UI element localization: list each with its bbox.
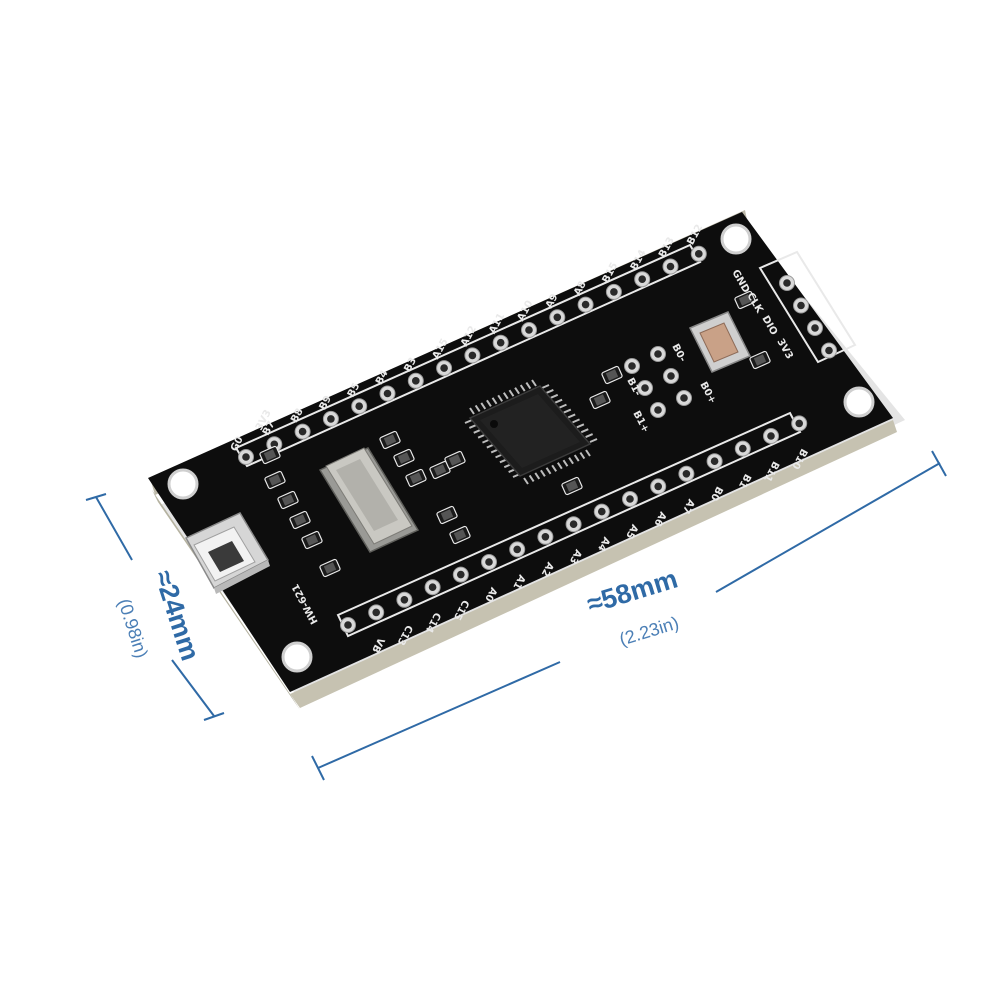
swd-pin xyxy=(807,320,823,336)
header-pin xyxy=(368,604,385,621)
header-pin xyxy=(396,591,413,608)
mounting-hole xyxy=(167,468,199,500)
smd-components xyxy=(259,290,771,578)
boot-pin xyxy=(676,390,692,406)
micro-usb-connector-icon xyxy=(184,512,270,594)
smd-component xyxy=(749,350,771,370)
smd-component xyxy=(436,505,458,525)
header-pin xyxy=(424,579,441,596)
width-dimension-line xyxy=(311,450,947,781)
header-pin xyxy=(577,296,594,313)
swd-pin-row xyxy=(779,275,837,359)
header-pin xyxy=(690,245,707,262)
header-pin xyxy=(238,449,254,465)
header-pin xyxy=(650,478,667,495)
mounting-hole xyxy=(281,641,313,673)
smd-component xyxy=(601,365,623,385)
boot-pin xyxy=(650,346,666,362)
header-pin xyxy=(634,271,651,288)
swd-header-outline xyxy=(758,250,857,364)
board-edge-bottom xyxy=(290,420,897,708)
microcontroller-chip-icon xyxy=(464,379,598,485)
height-dimension-line xyxy=(85,493,225,721)
header-pin xyxy=(763,428,779,444)
header-pin xyxy=(351,398,368,415)
header-pin xyxy=(464,347,481,364)
header-pin xyxy=(481,554,497,570)
swd-pin xyxy=(779,275,795,291)
header-pin xyxy=(593,503,610,520)
header-pin xyxy=(565,516,582,533)
header-pin xyxy=(662,258,679,275)
header-pin xyxy=(678,465,695,482)
header-pin xyxy=(492,334,509,351)
header-pin xyxy=(791,415,808,432)
boot-pin xyxy=(637,380,653,396)
header-pin xyxy=(407,372,424,389)
smd-component xyxy=(589,390,611,410)
header-pin xyxy=(605,283,622,300)
smd-component xyxy=(379,430,401,450)
smd-component xyxy=(289,510,311,530)
boot-pin xyxy=(663,368,679,384)
smd-component xyxy=(319,558,341,578)
boot-jumper-pins xyxy=(624,346,692,418)
header-pin xyxy=(436,360,453,377)
smd-component xyxy=(264,470,286,490)
header-pin xyxy=(294,423,311,440)
header-pin xyxy=(521,322,537,338)
swd-pin xyxy=(793,297,809,314)
header-pin xyxy=(340,617,356,633)
smd-component xyxy=(449,525,471,545)
mounting-hole xyxy=(843,386,875,418)
header-pin xyxy=(549,309,566,326)
mounting-hole xyxy=(720,223,752,255)
smd-component xyxy=(561,476,583,496)
boot-pin xyxy=(650,402,666,418)
bottom-pin-row xyxy=(340,415,808,633)
smd-component xyxy=(393,448,415,468)
boot-pin xyxy=(624,358,640,374)
header-pin xyxy=(537,528,554,545)
smd-component xyxy=(405,468,427,488)
smd-component xyxy=(259,445,281,465)
header-pin xyxy=(379,385,396,402)
header-pin xyxy=(509,541,526,558)
reset-button-icon xyxy=(688,311,752,373)
smd-component xyxy=(301,530,323,550)
board-edge-left xyxy=(152,490,300,710)
header-pin xyxy=(706,453,723,470)
header-pin xyxy=(452,566,469,583)
smd-component xyxy=(277,490,299,510)
header-pin xyxy=(322,410,339,427)
swd-pin xyxy=(821,342,837,359)
smd-component xyxy=(444,450,466,470)
header-pin xyxy=(734,440,751,457)
header-pin xyxy=(622,491,638,507)
crystal-oscillator-icon xyxy=(318,447,420,553)
smd-component xyxy=(734,290,756,310)
